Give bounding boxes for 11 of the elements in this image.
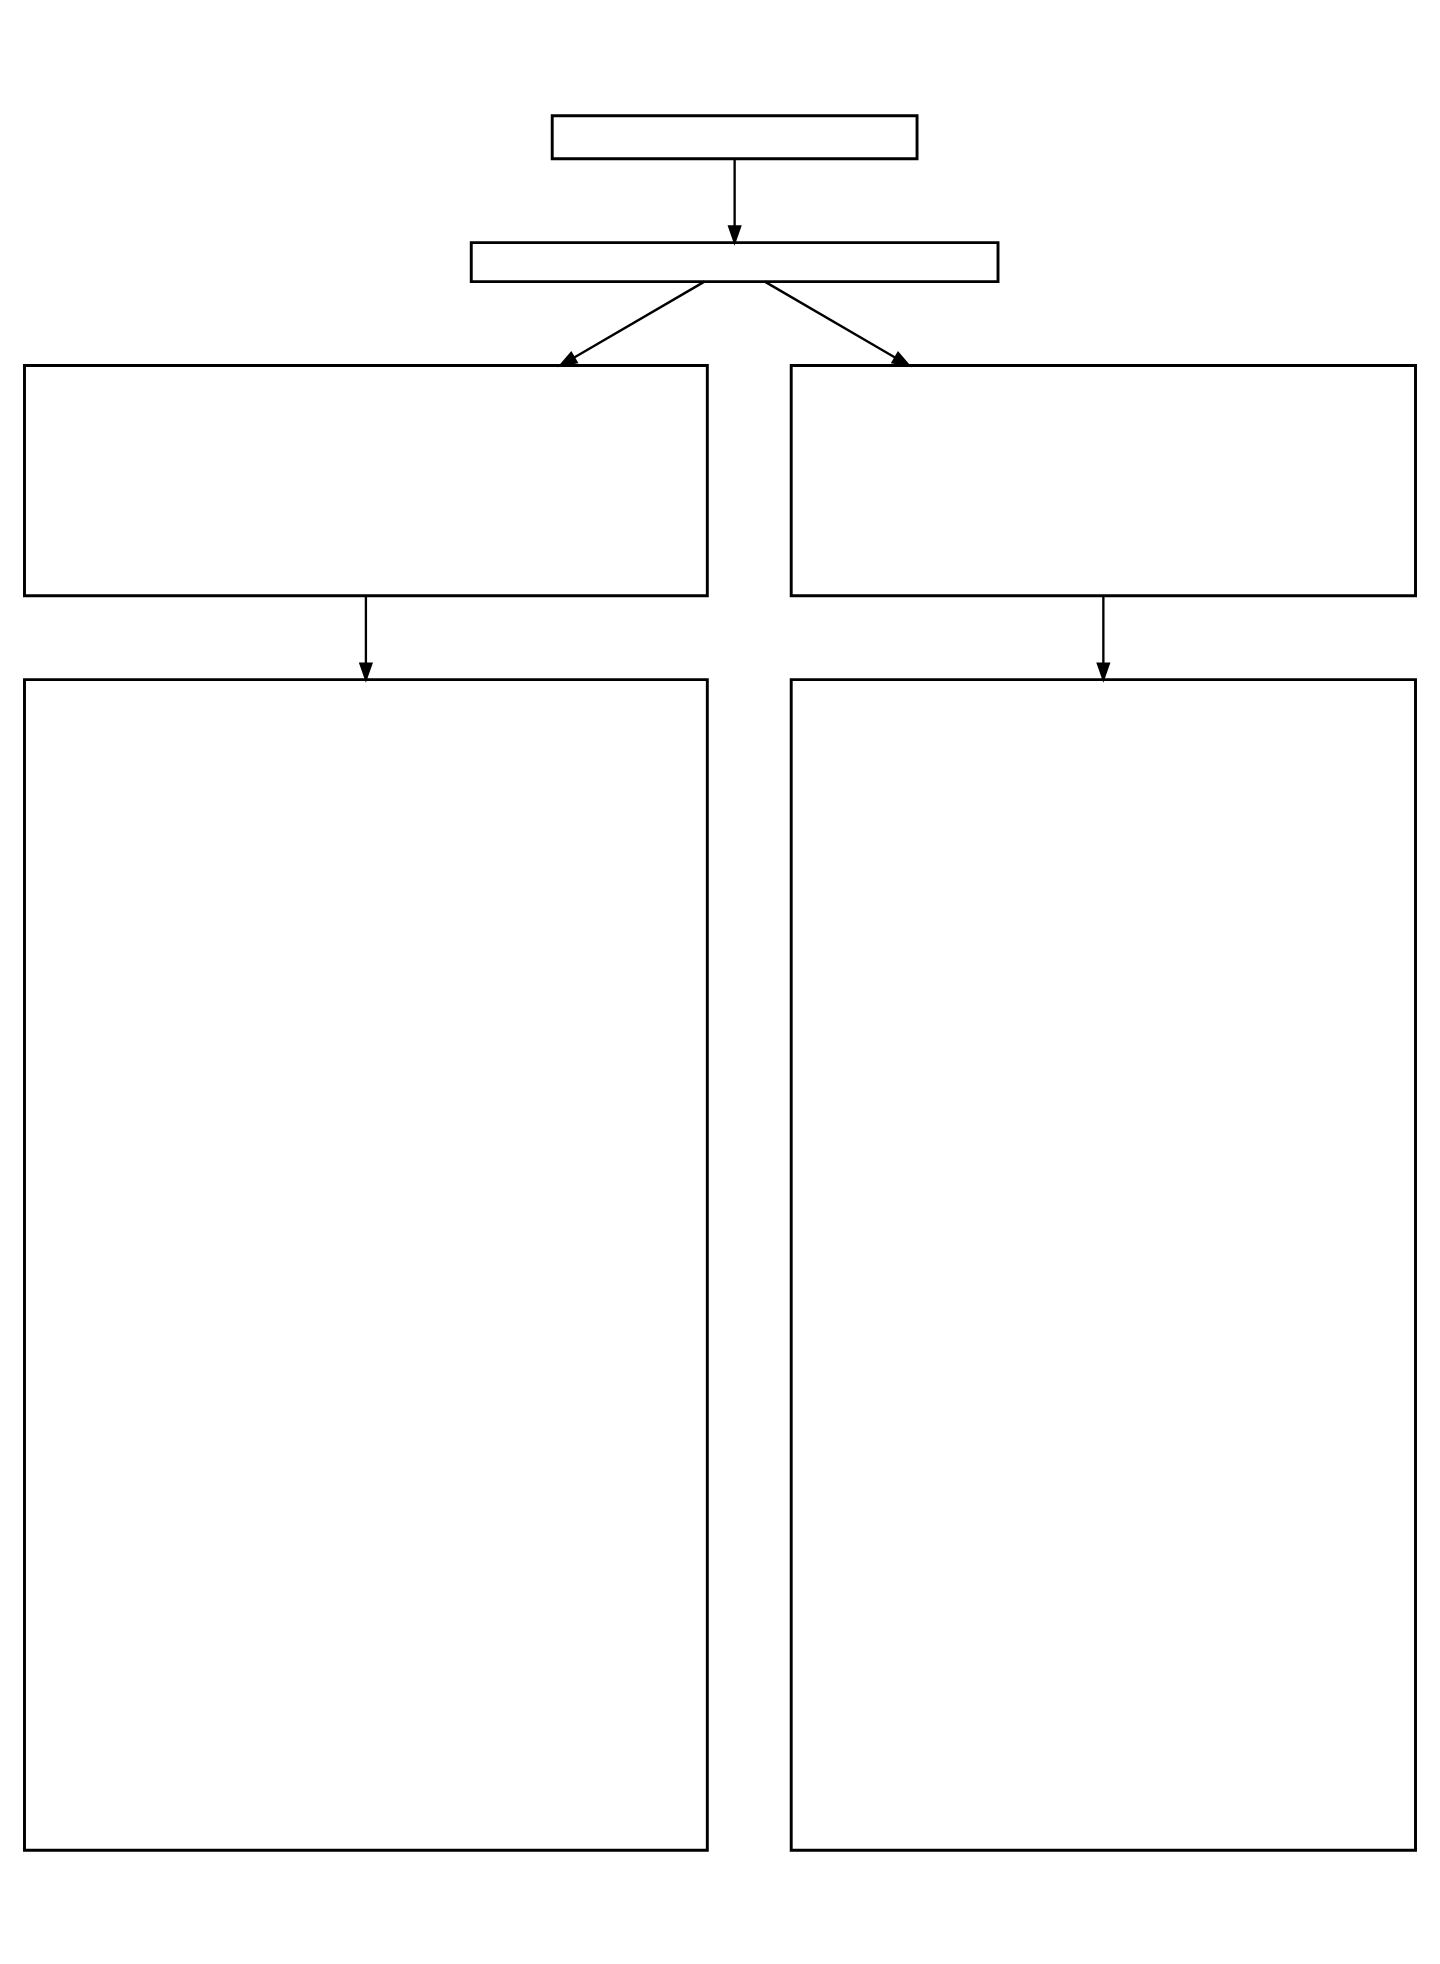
node-box <box>789 363 1417 597</box>
arrow <box>358 595 373 682</box>
node-box <box>550 113 919 160</box>
node-box <box>23 363 709 597</box>
arrow <box>557 279 706 367</box>
arrow <box>1096 595 1111 682</box>
arrow <box>727 158 742 245</box>
node-box <box>469 240 1000 283</box>
node-box <box>23 677 709 1851</box>
node-box <box>789 677 1417 1851</box>
arrow <box>764 279 912 367</box>
